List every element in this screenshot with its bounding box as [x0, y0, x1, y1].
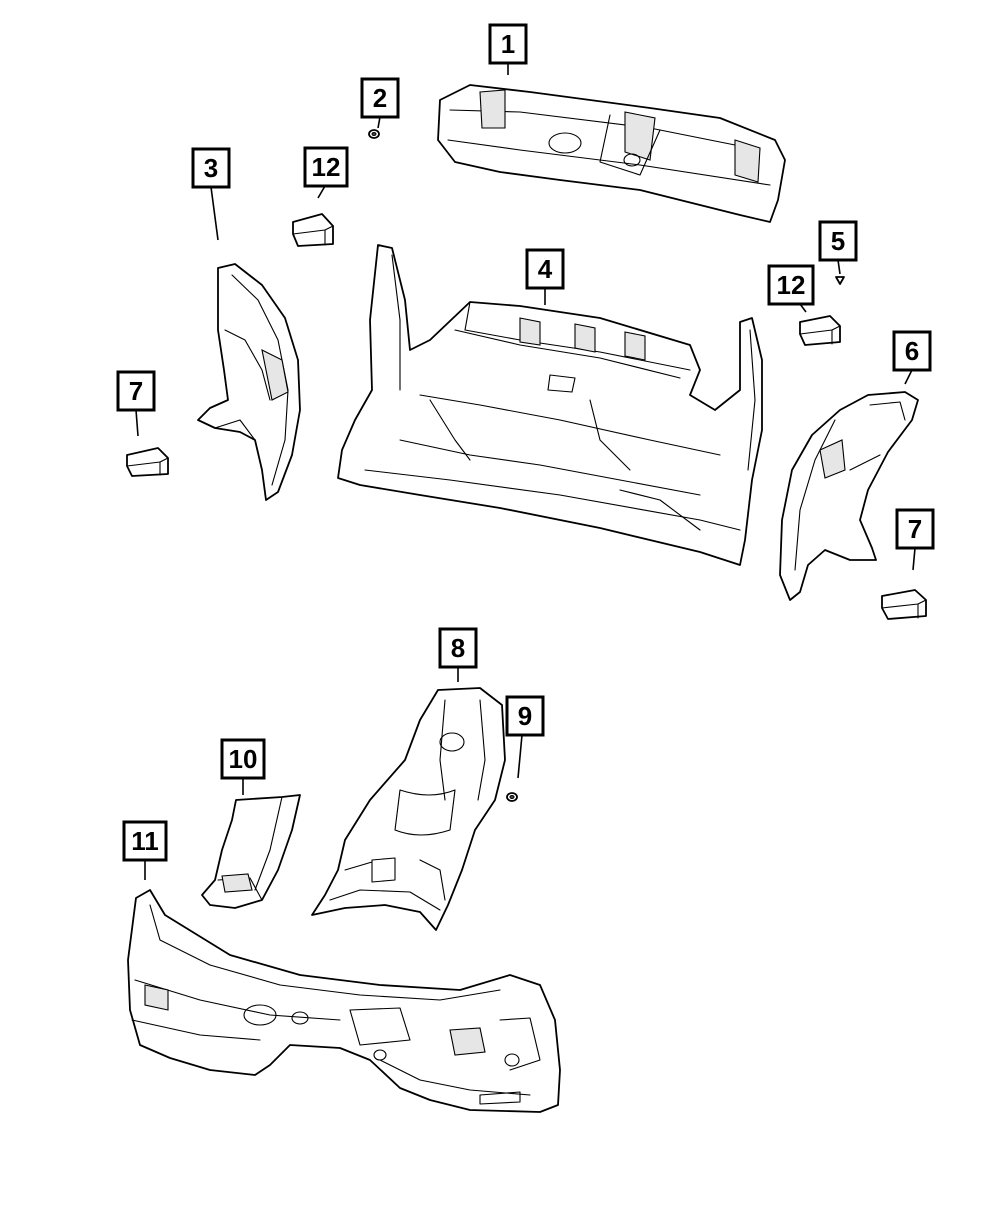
callout-2: 2 [360, 77, 400, 119]
part-8-tunnel-silencer [311, 687, 506, 931]
part-4-rear-floor-silencer [337, 244, 763, 566]
callout-6: 6 [892, 330, 932, 372]
part-2-fastener [368, 129, 380, 139]
part-11-dash-silencer [127, 889, 561, 1113]
callout-3: 3 [191, 147, 231, 189]
callout-12-right: 12 [767, 264, 815, 306]
callout-2-label: 2 [373, 83, 387, 113]
callout-8-label: 8 [451, 633, 465, 663]
part-12-pad-right [799, 315, 841, 346]
part-7-pad-right [881, 589, 927, 620]
part-10-silencer [201, 794, 301, 909]
callout-12-right-label: 12 [777, 270, 806, 300]
part-9-fastener [506, 792, 518, 802]
callout-11-label: 11 [131, 826, 159, 856]
callout-7-right-label: 7 [908, 514, 922, 544]
callout-7-left: 7 [116, 370, 156, 412]
callout-8: 8 [438, 627, 478, 669]
callout-1: 1 [488, 23, 528, 65]
callout-1-label: 1 [501, 29, 515, 59]
callout-10: 10 [220, 738, 266, 780]
callout-9: 9 [505, 695, 545, 737]
callout-7-left-label: 7 [129, 376, 143, 406]
callout-5-label: 5 [831, 226, 845, 256]
callout-4-label: 4 [538, 254, 553, 284]
part-6-right-quarter-silencer [779, 391, 919, 601]
callout-9-label: 9 [518, 701, 532, 731]
callout-10-label: 10 [229, 744, 258, 774]
callout-3-label: 3 [204, 153, 218, 183]
part-3-left-quarter-silencer [197, 263, 301, 501]
callout-11: 11 [122, 820, 168, 862]
part-1-rear-shelf-silencer [437, 84, 786, 223]
callout-4: 4 [525, 248, 565, 290]
part-12-pad-left [292, 213, 334, 247]
callout-12-left: 12 [303, 146, 349, 188]
part-5-clip [835, 276, 845, 285]
leader-lines [135, 63, 916, 880]
part-7-pad-left [126, 447, 169, 477]
callout-7-right: 7 [895, 508, 935, 550]
callout-6-label: 6 [905, 336, 919, 366]
callout-12-left-label: 12 [312, 152, 341, 182]
callout-5: 5 [818, 220, 858, 262]
